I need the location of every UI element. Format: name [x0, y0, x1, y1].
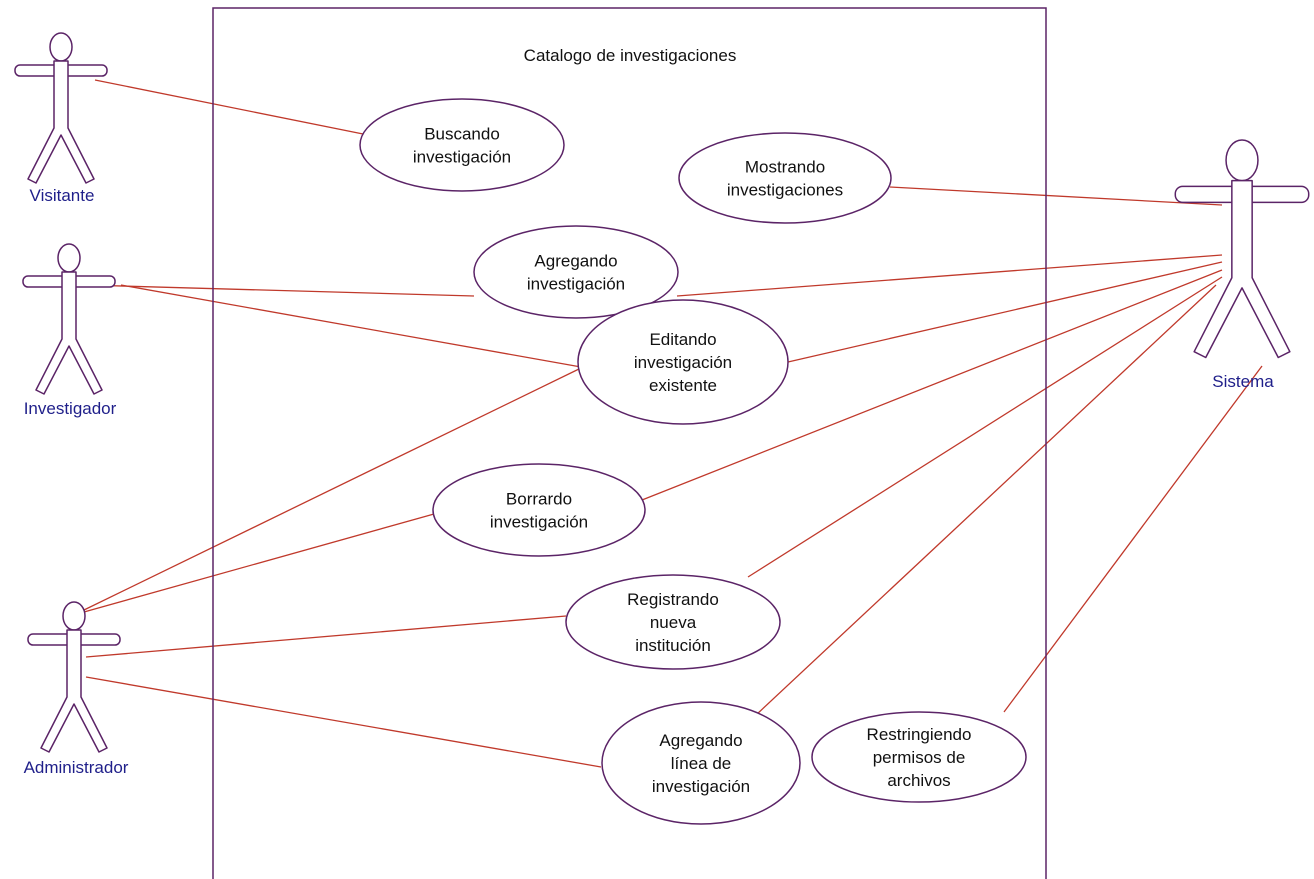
use-case-ellipse [473, 225, 679, 319]
actor-body-icon [1193, 179, 1291, 359]
actor-administrador[interactable]: Administrador [24, 601, 129, 777]
use-case-label-line: investigación [527, 275, 625, 294]
use-case-ellipse [678, 132, 892, 224]
use-case-registrando[interactable]: Registrando nueva institución [565, 574, 781, 670]
actor-label-visitante: Visitante [30, 186, 95, 205]
use-case-editando[interactable]: Editando investigación existente [577, 299, 789, 425]
actor-body-icon [27, 60, 95, 184]
actor-sistema[interactable]: Sistema [1174, 139, 1310, 391]
use-case-label-line: investigación [490, 513, 588, 532]
actor-visitante[interactable]: Visitante [14, 32, 108, 205]
association-administrador-editando [83, 367, 582, 611]
actor-investigador[interactable]: Investigador [22, 243, 117, 418]
associations [83, 79, 1263, 768]
use-case-label-line: institución [635, 636, 711, 655]
use-case-label-line: investigación [652, 777, 750, 796]
use-case-mostrando[interactable]: Mostrando investigaciones [678, 132, 892, 224]
association-sistema-agregando [676, 254, 1223, 297]
use-case-label-line: investigaciones [727, 181, 843, 200]
association-administrador-registrando [85, 615, 567, 658]
use-case-agregando-linea[interactable]: Agregando línea de investigación [601, 701, 801, 825]
actor-head-icon [57, 243, 81, 273]
actor-label-sistema: Sistema [1212, 372, 1274, 391]
use-case-label-line: línea de [671, 754, 732, 773]
actor-head-icon [1225, 139, 1259, 182]
use-case-ellipse [811, 711, 1027, 803]
use-case-label-line: nueva [650, 613, 697, 632]
use-case-label-line: archivos [887, 771, 950, 790]
association-administrador-borrando [83, 513, 435, 613]
use-case-restringiendo[interactable]: Restringiendo permisos de archivos [811, 711, 1027, 803]
actor-label-administrador: Administrador [24, 758, 129, 777]
association-visitante-buscando [94, 79, 369, 136]
use-case-label-line: Agregando [659, 731, 742, 750]
actor-body-icon [35, 271, 103, 395]
use-case-buscando[interactable]: Buscando investigación [359, 98, 565, 192]
actor-body-icon [40, 629, 108, 753]
use-case-label-line: investigación [634, 353, 732, 372]
actor-head-icon [49, 32, 73, 62]
use-case-label-line: existente [649, 376, 717, 395]
use-case-label-line: Borrardo [506, 490, 572, 509]
actor-label-investigador: Investigador [24, 399, 117, 418]
association-sistema-registrando [747, 276, 1223, 578]
use-cases: BuscandoinvestigaciónMostrandoinvestigac… [359, 98, 1027, 825]
use-case-label-line: investigación [413, 148, 511, 167]
association-sistema-mostrando [889, 186, 1223, 206]
use-case-ellipse [359, 98, 565, 192]
association-investigador-agregando [85, 284, 475, 297]
system-boundary [212, 7, 1047, 879]
association-investigador-editando [120, 284, 582, 368]
use-case-ellipse [577, 299, 789, 425]
use-case-ellipse [601, 701, 801, 825]
actor-head-icon [62, 601, 86, 631]
association-administrador-agregando-linea [85, 676, 602, 768]
use-case-label-line: Mostrando [745, 158, 825, 177]
use-case-label-line: permisos de [873, 748, 966, 767]
use-case-label-line: Agregando [534, 252, 617, 271]
association-sistema-restringiendo [1003, 365, 1263, 713]
use-case-label-line: Registrando [627, 590, 719, 609]
association-sistema-editando [787, 261, 1223, 363]
use-case-agregando[interactable]: Agregando investigación [473, 225, 679, 319]
use-case-ellipse [432, 463, 646, 557]
use-case-borrando[interactable]: Borrardo investigación [432, 463, 646, 557]
use-case-ellipse [565, 574, 781, 670]
use-case-label-line: Editando [649, 330, 716, 349]
association-sistema-borrando [641, 269, 1223, 501]
use-case-label-line: Restringiendo [867, 725, 972, 744]
association-sistema-agregando-linea [755, 284, 1217, 716]
use-case-label-line: Buscando [424, 125, 500, 144]
system-title: Catalogo de investigaciones [524, 46, 737, 65]
